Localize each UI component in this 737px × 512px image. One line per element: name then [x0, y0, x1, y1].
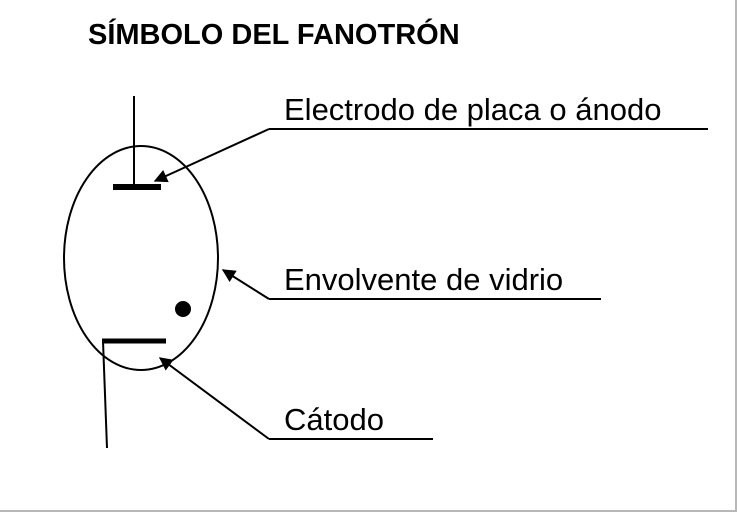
cathode-leader-line [158, 357, 270, 440]
diagram-title: SÍMBOLO DEL FANOTRÓN [88, 17, 460, 51]
anode-leader-line [153, 128, 270, 183]
cathode-lead-line [102, 340, 108, 449]
envelope-leader-line [221, 269, 270, 300]
glass-envelope-ellipse [63, 145, 219, 371]
label-envelope: Envolvente de vidrio [284, 262, 563, 297]
label-cathode: Cátodo [284, 402, 384, 437]
label-anode: Electrodo de placa o ánodo [284, 92, 661, 127]
gas-dot [175, 301, 191, 317]
